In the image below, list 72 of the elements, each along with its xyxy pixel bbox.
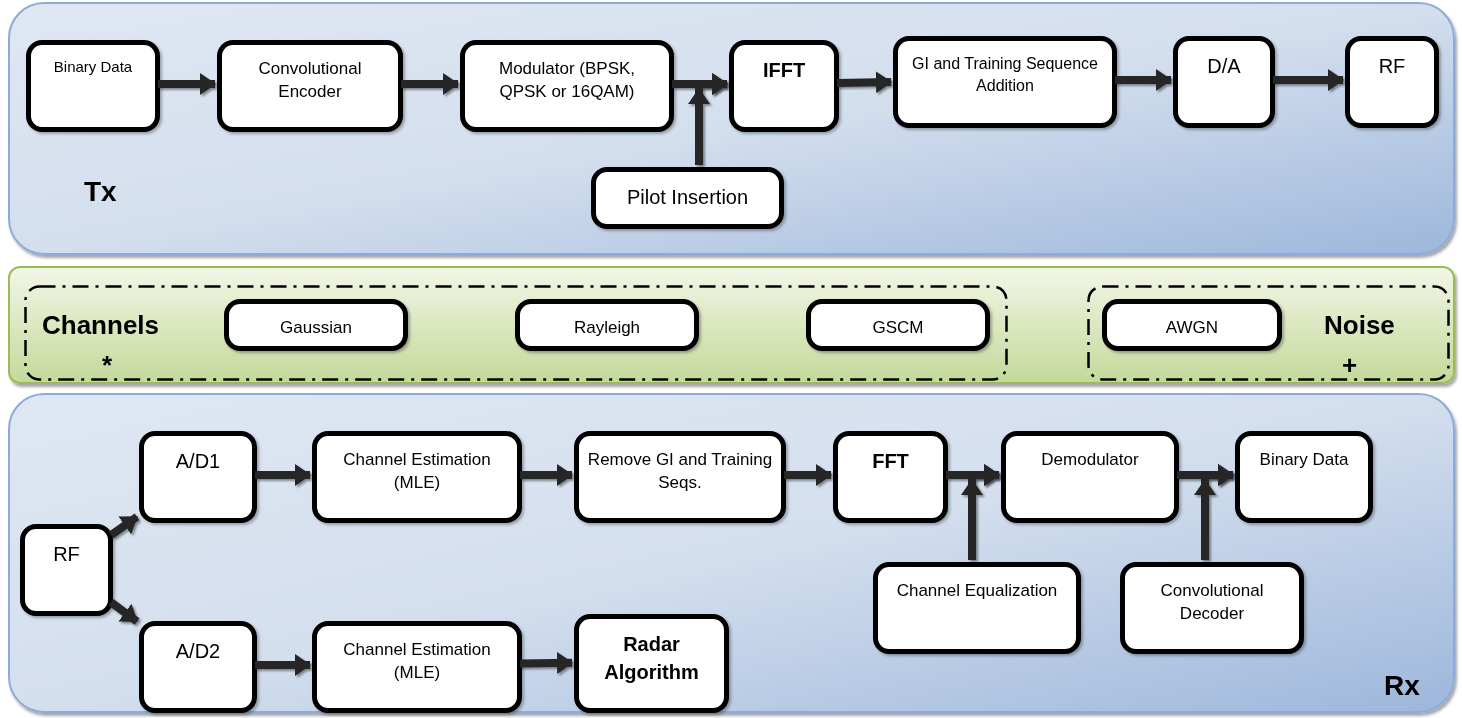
- box-label: FFT: [872, 449, 909, 474]
- box-label: RF: [53, 542, 80, 567]
- box-label: Rayleigh: [573, 317, 641, 339]
- box-label: Modulator (BPSK, QPSK or 16QAM): [497, 58, 637, 104]
- block-arrow: [520, 464, 573, 486]
- box-label: GSCM: [872, 317, 924, 339]
- block-arrow: [961, 464, 1000, 560]
- process-box: [833, 431, 948, 523]
- section-label: Channels: [42, 312, 160, 338]
- section-label: Noise: [1324, 312, 1395, 338]
- process-box: [574, 431, 786, 523]
- box-label: A/D1: [175, 449, 221, 474]
- process-box: [26, 40, 160, 132]
- process-box: [729, 40, 839, 132]
- process-box: [217, 40, 403, 132]
- process-box: [515, 299, 699, 351]
- box-label: IFFT: [762, 58, 806, 83]
- box-label: A/D2: [175, 639, 221, 664]
- section-panel: [8, 393, 1455, 713]
- process-box: [574, 614, 729, 713]
- box-label: Channel Estimation (MLE): [342, 449, 492, 495]
- section-panel: [8, 2, 1455, 255]
- process-box: [224, 299, 408, 351]
- box-label: Remove GI and Training Seqs.: [587, 449, 773, 495]
- block-arrow: [108, 599, 140, 625]
- process-box: [312, 431, 522, 523]
- box-label: GI and Training Sequence Addition: [911, 54, 1099, 96]
- box-label: Demodulator: [1041, 449, 1139, 471]
- process-box: [1001, 431, 1179, 523]
- box-label: Convolutional Decoder: [1159, 580, 1265, 626]
- block-arrow: [108, 513, 140, 539]
- block-arrow: [836, 71, 892, 94]
- block-arrow: [158, 73, 216, 95]
- process-box: [1173, 36, 1275, 128]
- block-arrow: [688, 73, 728, 165]
- box-label: Binary Data: [1259, 449, 1349, 471]
- process-box: [460, 40, 674, 132]
- block-arrow: [519, 651, 573, 674]
- box-label: AWGN: [1165, 317, 1219, 339]
- block-arrow: [1115, 69, 1172, 91]
- process-box: [873, 562, 1081, 654]
- operator-symbol: +: [1342, 352, 1358, 378]
- block-arrow: [255, 464, 311, 486]
- box-label: Channel Equalization: [896, 580, 1058, 602]
- box-label: Radar Algorithm: [603, 632, 700, 685]
- process-box: [893, 36, 1117, 128]
- channel-band: [8, 266, 1455, 384]
- section-label: Rx: [1384, 672, 1420, 700]
- process-box: [1102, 299, 1282, 351]
- process-box: [139, 621, 257, 713]
- block-arrow: [1194, 464, 1234, 560]
- box-label: Channel Estimation (MLE): [342, 639, 492, 685]
- box-label: Gaussian: [280, 317, 352, 339]
- operator-symbol: *: [102, 352, 113, 378]
- box-label: Convolutional Encoder: [257, 58, 363, 104]
- block-arrow: [401, 73, 459, 95]
- process-box: [591, 167, 784, 229]
- process-box: [20, 524, 113, 616]
- block-arrow: [784, 464, 832, 486]
- box-label: Pilot Insertion: [626, 185, 749, 210]
- process-box: [1235, 431, 1373, 523]
- process-box: [1120, 562, 1304, 654]
- box-label: Binary Data: [53, 57, 133, 77]
- process-box: [806, 299, 990, 351]
- block-arrow: [255, 654, 311, 676]
- block-arrow: [1273, 69, 1344, 91]
- process-box: [1345, 36, 1439, 128]
- process-box: [139, 431, 257, 523]
- process-box: [312, 621, 522, 713]
- box-label: D/A: [1207, 54, 1241, 79]
- box-label: RF: [1378, 54, 1406, 79]
- section-label: Tx: [84, 178, 117, 206]
